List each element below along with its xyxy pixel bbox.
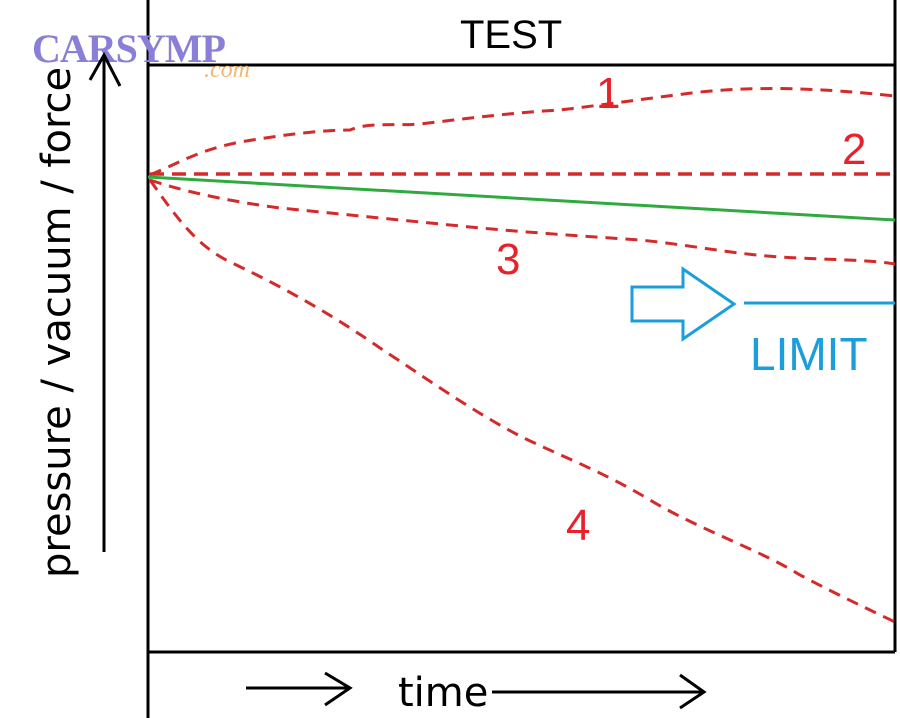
- limit-label: LIMIT: [750, 328, 868, 380]
- curve-1-label: 1: [596, 69, 620, 118]
- chart-title: TEST: [460, 13, 562, 57]
- curve-4-line: [148, 179, 896, 624]
- curve-3-line: [149, 178, 896, 266]
- watermark-brand: CARSYMP: [32, 26, 226, 71]
- curve-4-label: 4: [566, 501, 590, 550]
- curve-1-line: [149, 87, 896, 177]
- curve-3-label: 3: [496, 235, 520, 284]
- y-axis-arrow-icon: [88, 51, 122, 552]
- watermark-suffix: .com: [204, 57, 250, 83]
- curve-2-label: 2: [842, 125, 866, 174]
- x-axis-label: time: [398, 670, 488, 716]
- x-axis-arrow-right-icon: [492, 673, 707, 710]
- y-axis-label: pressure / vacuum / force: [34, 67, 80, 578]
- carsymp-watermark: CARSYMP .com: [32, 26, 250, 83]
- chart-frame: [146, 0, 897, 718]
- limit-arrow-icon: [630, 266, 737, 342]
- reference-line: [147, 175, 896, 222]
- x-axis-arrow-left-icon: [246, 671, 353, 707]
